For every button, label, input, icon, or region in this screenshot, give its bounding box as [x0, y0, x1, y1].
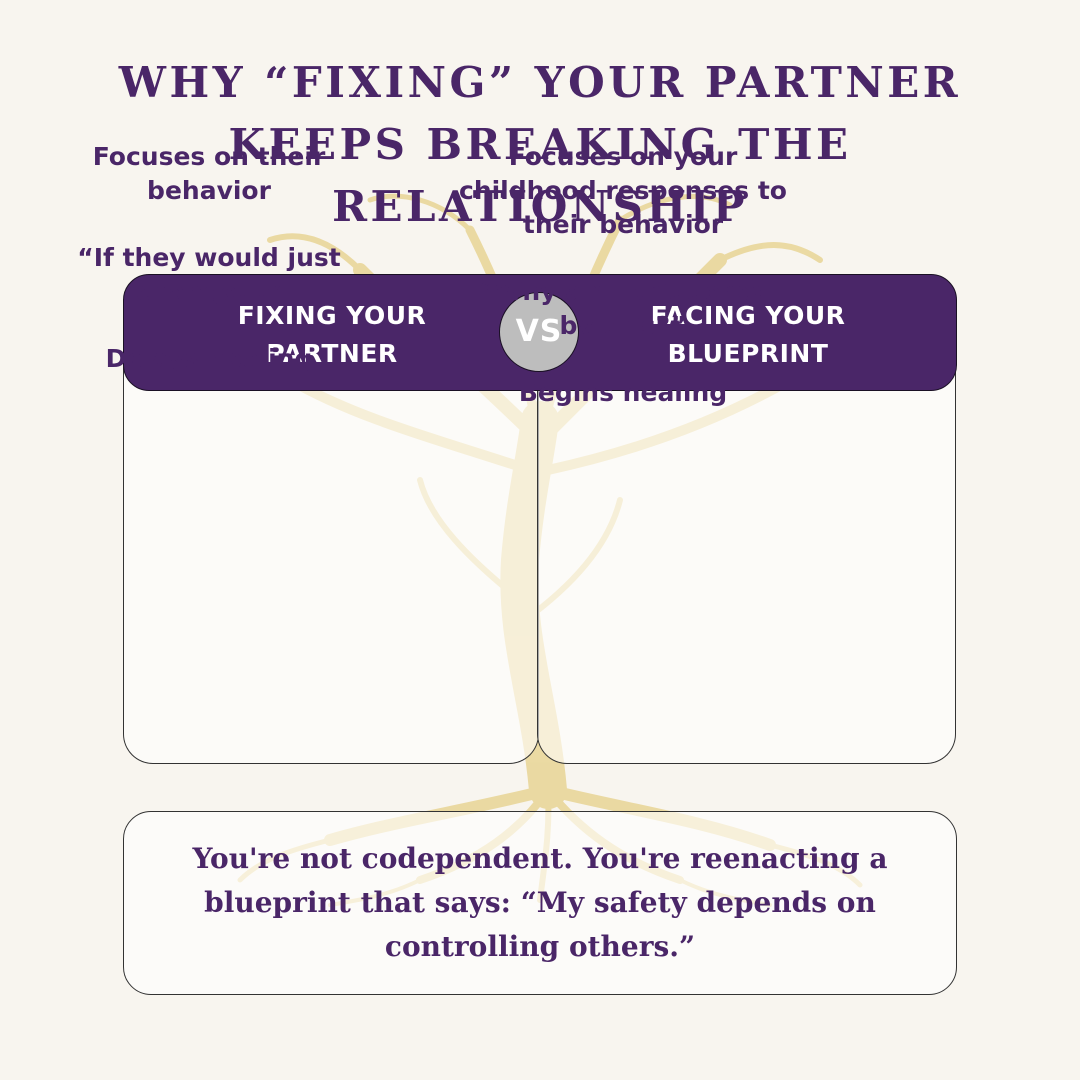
right-column-heading: FACING YOUR BLUEPRINT	[598, 297, 898, 373]
left-item: Focuses on their behavior	[92, 142, 326, 205]
right-heading-line: FACING YOUR	[650, 301, 846, 330]
left-item: “If they would just change...”	[77, 243, 341, 306]
right-column-body	[537, 365, 956, 764]
right-column-items: Focuses on your childhood responses to t…	[458, 140, 788, 443]
left-heading-line: PARTNER	[266, 339, 398, 368]
vs-badge: VS	[499, 292, 579, 372]
left-column-heading: FIXING YOUR PARTNER	[182, 297, 482, 373]
left-column-items: Focuses on their behavior “If they would…	[44, 140, 374, 409]
quote-box: You're not codependent. You're reenactin…	[123, 811, 957, 995]
page-title: Why “Fixing” Your Partner Keeps Breaking…	[118, 58, 962, 231]
right-item: Begins healing	[518, 378, 728, 407]
left-item: Delays healing	[105, 344, 313, 373]
quote-text: You're not codependent. You're reenactin…	[192, 842, 888, 963]
comparison-table: FIXING YOUR PARTNER FACING YOUR BLUEPRIN…	[123, 274, 957, 766]
left-column-body	[123, 365, 539, 764]
right-heading-line: BLUEPRINT	[667, 339, 829, 368]
right-item: Focuses on your childhood responses to t…	[459, 142, 787, 239]
right-item: “Why am I triggered by this?”	[478, 277, 768, 340]
left-heading-line: FIXING YOUR	[237, 301, 427, 330]
